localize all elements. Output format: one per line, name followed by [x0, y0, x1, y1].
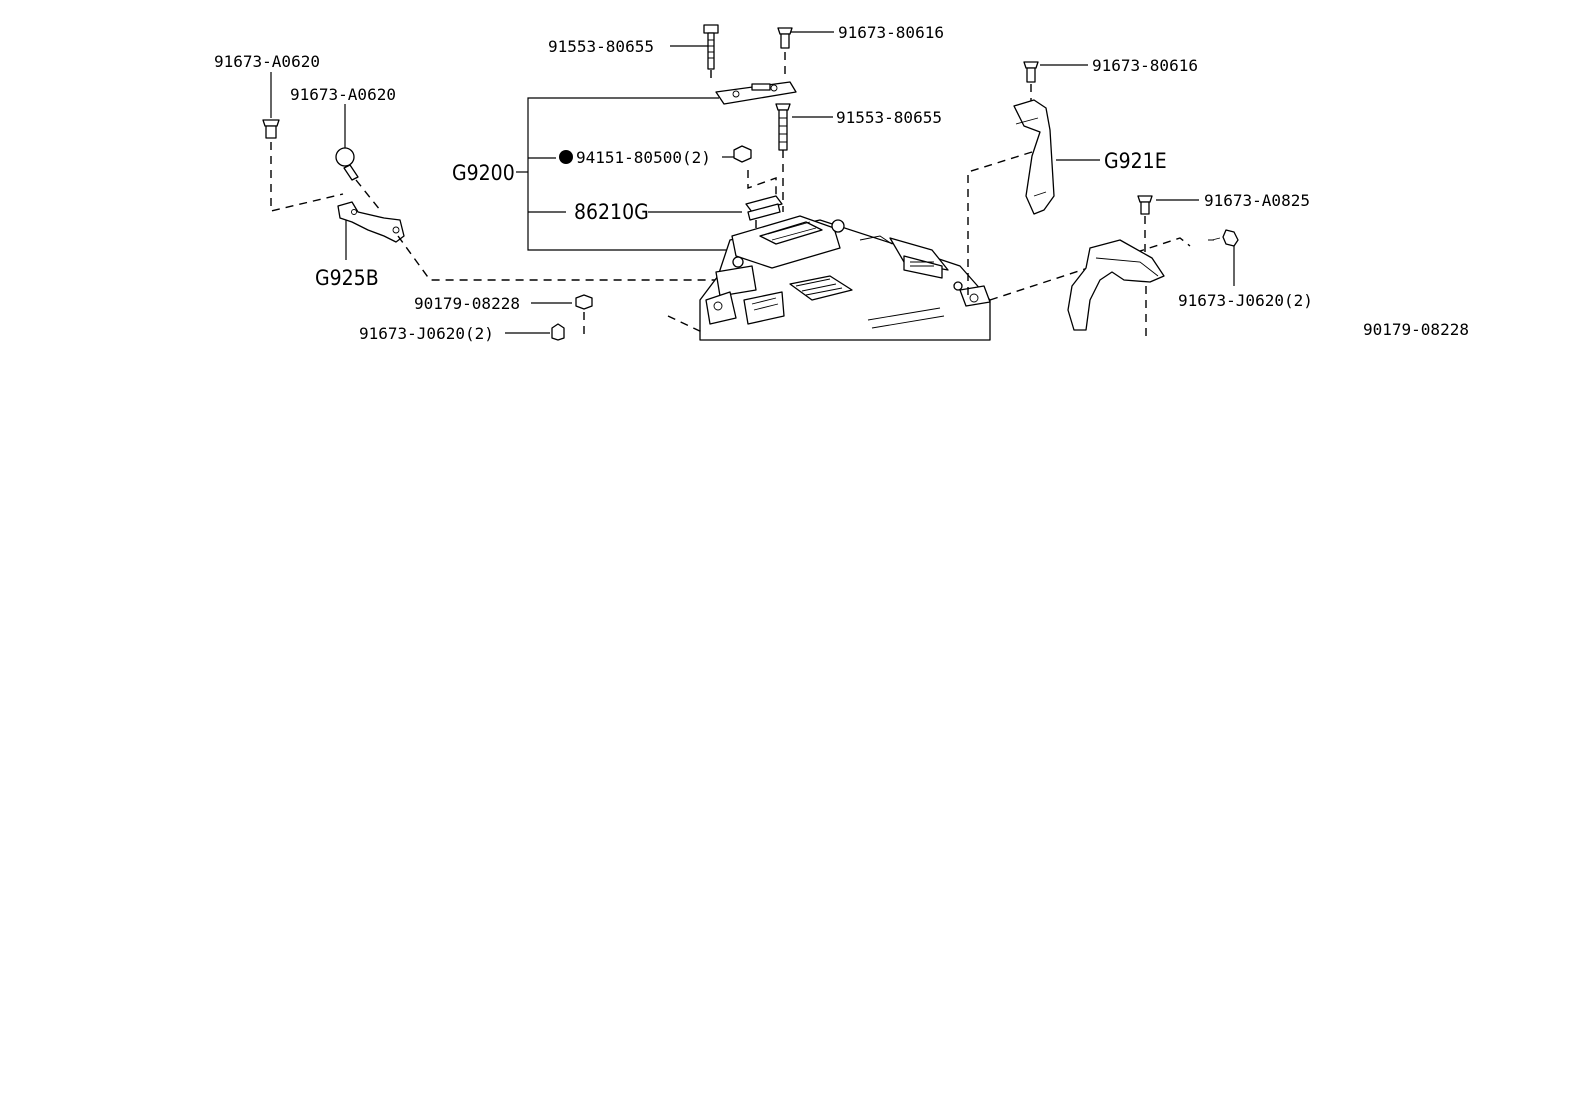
part-label: 91673-80616 [838, 23, 944, 42]
bolt-icon [670, 24, 719, 70]
bolt-icon [777, 27, 834, 49]
part-label: 91673-A0825 [1204, 191, 1310, 210]
bolt-icon [335, 104, 359, 181]
part-label: 91673-A0620 [290, 85, 396, 104]
group-label-g9200: G9200 [452, 161, 515, 185]
bolt-icon [1137, 195, 1199, 215]
part-label: 90179-08228 [414, 294, 520, 313]
plate-part [715, 81, 797, 105]
part-label: 91673-A0620 [214, 52, 320, 71]
bolt-icon [505, 323, 565, 341]
marker-dot-icon [559, 150, 573, 164]
part-label: 91673-J0620(2) [1178, 291, 1313, 310]
bolt-icon [1023, 61, 1088, 83]
connector-86210g [648, 195, 783, 221]
nut-icon [722, 145, 752, 163]
bolt-icon [775, 103, 833, 151]
bolt-icon [531, 294, 593, 340]
group-label-g925b: G925B [315, 266, 379, 290]
group-label-g921e: G921E [1104, 149, 1167, 173]
bolt-icon [262, 72, 280, 139]
part-label: 91673-J0620(2) [359, 324, 494, 343]
part-label: 91673-80616 [1092, 56, 1198, 75]
duct-part [1067, 239, 1165, 331]
group-label-86210g: 86210G [574, 200, 649, 224]
bolt-icon [1208, 229, 1239, 286]
part-label: 91553-80655 [548, 37, 654, 56]
inverter-assembly [699, 215, 991, 341]
bracket-g925b [337, 201, 405, 243]
part-label: 91553-80655 [836, 108, 942, 127]
part-label: 90179-08228 [1363, 320, 1469, 339]
part-label: 94151-80500(2) [576, 148, 711, 167]
bracket-g921e [1013, 99, 1055, 215]
